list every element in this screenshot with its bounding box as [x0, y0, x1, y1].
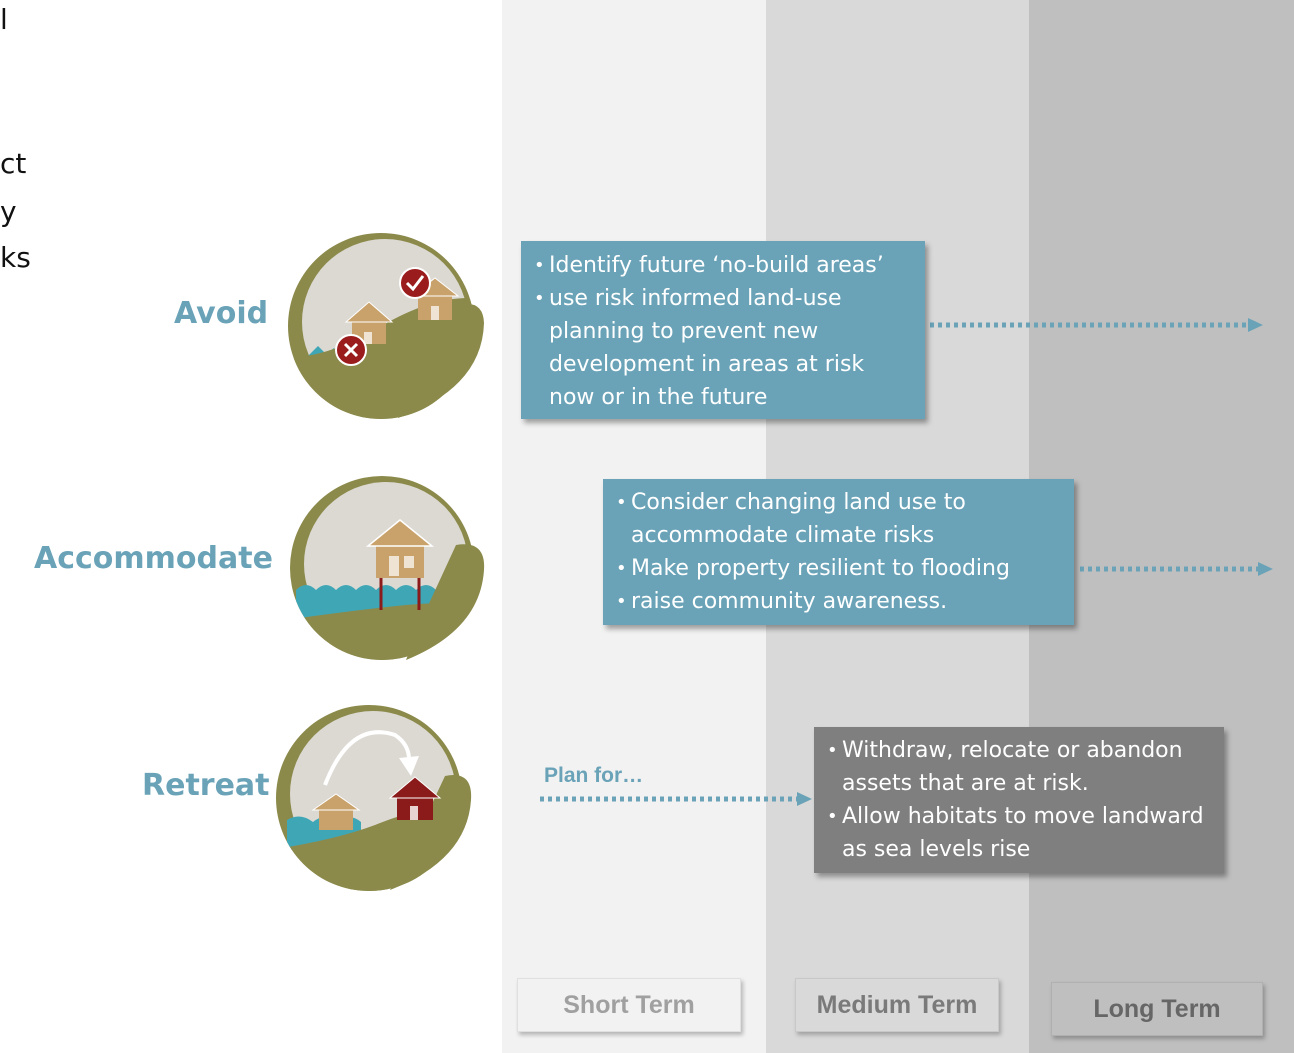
left-text-fragment: ks [0, 241, 31, 274]
long-term-button: Long Term [1051, 982, 1263, 1036]
house-icon [365, 519, 435, 610]
left-text-fragment: y [0, 195, 17, 228]
stilt-house-icon [290, 476, 485, 660]
relocate-house-icon [276, 705, 472, 891]
medium-term-button: Medium Term [795, 978, 999, 1032]
retreat-measures-box: Withdraw, relocate or abandon assets tha… [814, 727, 1224, 873]
left-text-fragment: ct [0, 147, 27, 180]
short-term-button: Short Term [517, 978, 741, 1032]
bullet-item: Make property resilient to flooding [616, 552, 1064, 585]
bullet-item: Consider changing land use to accommodat… [616, 486, 1064, 552]
check-icon [399, 267, 431, 299]
bullet-item: Allow habitats to move landward as sea l… [827, 800, 1214, 866]
house-red-icon [388, 776, 442, 820]
accommodate-measures-box: Consider changing land use to accommodat… [603, 479, 1074, 625]
hill-house-icon [288, 233, 484, 419]
accommodate-label: Accommodate [34, 541, 273, 576]
house-icon [410, 277, 460, 320]
avoid-measures-box: Identify future ‘no-build areas’ use ris… [521, 241, 925, 419]
avoid-label: Avoid [174, 296, 269, 331]
house-icon [344, 301, 394, 344]
bullet-item: Identify future ‘no-build areas’ [534, 249, 915, 282]
house-icon [311, 793, 361, 830]
plan-for-label: Plan for… [544, 764, 644, 787]
bullet-item: raise community awareness. [616, 585, 1064, 618]
left-text-fragment: l [0, 3, 8, 36]
bullet-item: Withdraw, relocate or abandon assets tha… [827, 734, 1214, 800]
retreat-label: Retreat [142, 768, 270, 803]
bullet-item: use risk informed land-use planning to p… [534, 282, 915, 414]
